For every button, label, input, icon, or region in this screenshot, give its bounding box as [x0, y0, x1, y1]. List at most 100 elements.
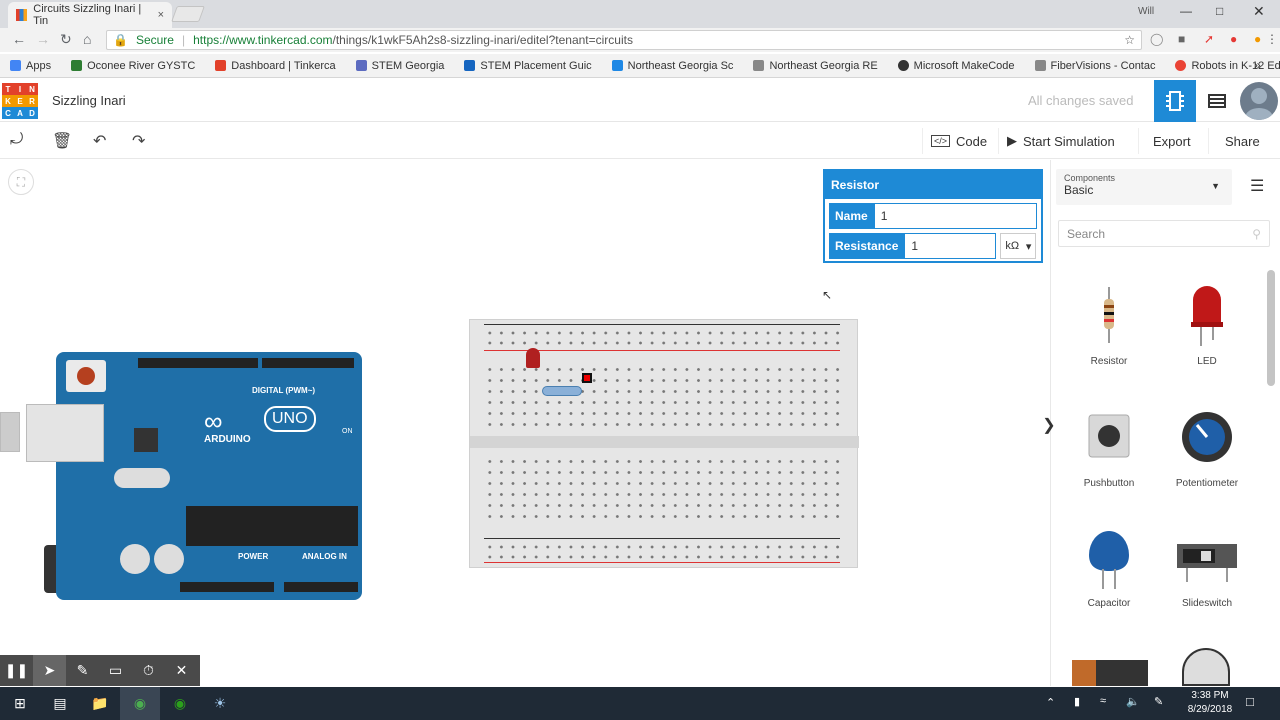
address-separator: | [181, 33, 186, 47]
component-capacitor[interactable]: Capacitor [1060, 522, 1158, 632]
bookmark-item[interactable]: Robots in K-12 Educa [1175, 60, 1280, 72]
battery-icon[interactable]: ▮ [1074, 696, 1081, 708]
minimize-icon[interactable]: — [1180, 4, 1192, 18]
rotate-icon[interactable]: ⤾ [10, 131, 24, 148]
save-status: All changes saved [1028, 93, 1134, 108]
coin-battery-component-partial[interactable] [1182, 648, 1230, 686]
clock-time: 3:38 PM [1191, 690, 1229, 701]
timer-icon[interactable]: ⏱ [143, 662, 154, 678]
breadboard[interactable] [469, 319, 859, 568]
panel-scrollbar[interactable] [1267, 270, 1275, 386]
reset-button[interactable] [66, 360, 106, 392]
bookmark-item[interactable]: Microsoft MakeCode [897, 60, 1015, 72]
code-button[interactable]: </> Code [922, 128, 995, 154]
trash-icon[interactable]: 🗑 [52, 133, 73, 150]
home-icon[interactable]: ⌂ [83, 31, 92, 47]
pointer-icon[interactable]: ➤ [33, 655, 66, 686]
undo-icon[interactable]: ↶ [93, 133, 107, 150]
bookmark-item[interactable]: Northeast Georgia Sc [611, 60, 733, 72]
bookmark-item[interactable]: STEM Placement Guic [464, 60, 592, 72]
update-icon[interactable]: ● [1254, 32, 1262, 46]
bookmarks-bar: Apps Oconee River GYSTC Dashboard | Tink… [0, 54, 1280, 78]
address-bar[interactable]: 🔒 Secure | https://www.tinkercad.com /th… [106, 30, 1142, 50]
component-search-input[interactable]: Search ⚲ [1058, 220, 1270, 247]
task-view-icon[interactable]: ▤ [53, 695, 67, 711]
windows-start-icon[interactable]: ⊞ [14, 695, 26, 711]
pen-tray-icon[interactable]: ✎ [1154, 696, 1164, 708]
pen-icon[interactable]: ✎ [76, 662, 89, 678]
close-icon[interactable]: ✕ [175, 662, 188, 678]
arduino-uno-board[interactable]: DIGITAL (PWM~) ∞ ARDUINO UNO ON POWER AN… [26, 352, 362, 600]
bookmark-item[interactable]: STEM Georgia [355, 60, 444, 72]
extension-icon[interactable]: ■ [1178, 32, 1186, 46]
extension-icon[interactable]: ◯ [1150, 32, 1164, 46]
bookmark-item[interactable]: FiberVisions - Contac [1034, 60, 1155, 72]
more-bookmarks-icon[interactable]: » [1254, 58, 1261, 72]
led-component[interactable] [526, 348, 540, 368]
component-resistor[interactable]: Resistor [1060, 280, 1158, 390]
bookmark-item[interactable]: Apps [10, 60, 51, 72]
extension-icon[interactable]: ● [1230, 32, 1238, 46]
uno-badge: UNO [264, 406, 316, 432]
resistance-input[interactable]: 1 [904, 233, 997, 259]
forward-icon[interactable]: → [36, 31, 50, 47]
circuit-view-button[interactable] [1154, 80, 1196, 122]
wifi-icon[interactable]: ≈ [1100, 695, 1107, 707]
unit-value: kΩ [1005, 240, 1020, 252]
resistor-component[interactable] [542, 386, 582, 396]
start-simulation-button[interactable]: ▶ Start Simulation [998, 128, 1123, 154]
collapse-panel-button[interactable]: ❯ [1040, 410, 1058, 440]
app-icon[interactable]: ☀ [213, 695, 227, 711]
avatar[interactable] [1240, 82, 1278, 120]
back-icon[interactable]: ← [12, 31, 26, 47]
tray-chevron-up-icon[interactable]: ⌃ [1046, 697, 1056, 709]
fit-view-button[interactable]: ⛶ [8, 169, 34, 195]
new-tab-button[interactable] [171, 6, 205, 22]
chrome-icon[interactable]: ◉ [120, 687, 160, 720]
export-button[interactable]: Export [1138, 128, 1205, 154]
component-pushbutton[interactable]: Pushbutton [1060, 402, 1158, 512]
bookmark-item[interactable]: Northeast Georgia RE [753, 60, 878, 72]
volume-icon[interactable]: 🔈 [1126, 696, 1140, 708]
schematic-view-button[interactable] [1200, 86, 1234, 116]
component-label: LED [1197, 356, 1217, 367]
unit-select[interactable]: kΩ▾ [1000, 233, 1037, 259]
bookmark-icon [215, 60, 227, 71]
extension-icon[interactable]: ➚ [1204, 32, 1215, 46]
file-explorer-icon[interactable]: 📁 [91, 695, 109, 711]
menu-kebab-icon[interactable]: ⋮ [1266, 32, 1278, 46]
tab-close-icon[interactable]: × [157, 9, 164, 21]
name-input[interactable]: 1 [873, 203, 1037, 229]
maximize-icon[interactable]: □ [1216, 4, 1224, 18]
capacitor-icon [1074, 522, 1144, 592]
resistance-field: Resistance 1 kΩ▾ [829, 233, 1037, 259]
profile-name[interactable]: Will [1138, 6, 1155, 17]
taskbar-clock[interactable]: 3:38 PM 8/29/2018 [1180, 689, 1240, 717]
component-led[interactable]: LED [1158, 280, 1256, 390]
bookmark-item[interactable]: Dashboard | Tinkerca [215, 60, 336, 72]
browser-tab[interactable]: Circuits Sizzling Inari | Tin × [8, 2, 172, 28]
share-button[interactable]: Share [1208, 128, 1276, 154]
chevron-right-icon: ❯ [1042, 417, 1056, 434]
components-dropdown[interactable]: Components Basic ▼ [1056, 169, 1232, 205]
bookmark-icon [464, 60, 476, 71]
project-name[interactable]: Sizzling Inari [52, 93, 126, 108]
potentiometer-icon [1172, 402, 1242, 472]
eraser-icon[interactable]: ▭ [108, 662, 123, 678]
digital-label: DIGITAL (PWM~) [252, 386, 316, 395]
component-label: Pushbutton [1083, 478, 1135, 489]
redo-icon[interactable]: ↷ [132, 133, 146, 150]
reload-icon[interactable]: ↻ [60, 31, 72, 47]
component-slideswitch[interactable]: Slideswitch [1158, 522, 1256, 632]
quickbooks-icon[interactable]: ◉ [173, 695, 187, 711]
window-close-icon[interactable]: ✕ [1253, 3, 1265, 19]
bookmark-star-icon[interactable]: ☆ [1124, 33, 1135, 47]
component-potentiometer[interactable]: Potentiometer [1158, 402, 1256, 512]
pause-icon[interactable]: ❚❚ [4, 662, 29, 678]
capacitor-left [120, 544, 150, 574]
battery-component-partial[interactable] [1072, 660, 1148, 686]
bookmark-item[interactable]: Oconee River GYSTC [71, 60, 195, 72]
list-view-icon[interactable]: ☰ [1250, 178, 1265, 195]
notifications-icon[interactable]: □ [1246, 694, 1254, 709]
